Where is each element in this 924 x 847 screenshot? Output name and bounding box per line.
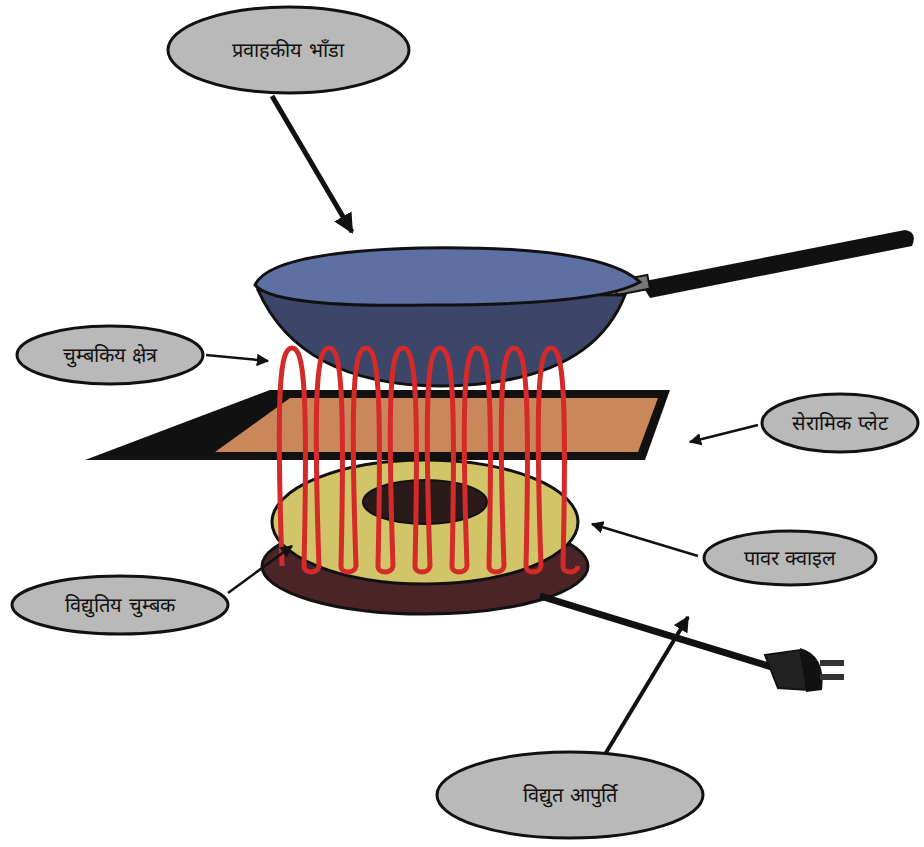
plug: [765, 648, 844, 692]
callout-bubble: विद्युत आपुर्ति: [435, 750, 705, 840]
leader-lines: [206, 96, 758, 756]
part-label: सेरामिक प्लेट: [792, 411, 887, 435]
callout-ellipse-outline: [168, 7, 409, 93]
part-label: विद्युत आपुर्ति: [523, 783, 616, 807]
part-label: पावर क्वाइल: [744, 546, 836, 570]
callout-bubble: पावर क्वाइल: [702, 529, 878, 587]
part-label: चुम्बकिय क्षेत्र: [63, 343, 157, 367]
callout-bubble: चुम्बकिय क्षेत्र: [15, 324, 205, 386]
part-label: विद्युतिय चुम्बक: [65, 593, 174, 617]
callout-ellipse-outline: [17, 326, 203, 384]
callout-ellipse-outline: [12, 576, 228, 634]
power-cable: [540, 596, 775, 668]
callout-ellipse-outline: [762, 394, 918, 452]
callout-ellipse-outline: [704, 531, 876, 585]
conductive-pan: [255, 230, 914, 386]
field-lines: [279, 348, 578, 572]
callout-bubble: प्रवाहकीय भाँडा: [166, 5, 411, 95]
part-label: प्रवाहकीय भाँडा: [232, 38, 343, 62]
callout-bubble: सेरामिक प्लेट: [760, 392, 920, 454]
magnetic-field: [279, 348, 578, 572]
callout-bubble: विद्युतिय चुम्बक: [10, 574, 230, 636]
callout-ellipse-outline: [437, 752, 703, 838]
